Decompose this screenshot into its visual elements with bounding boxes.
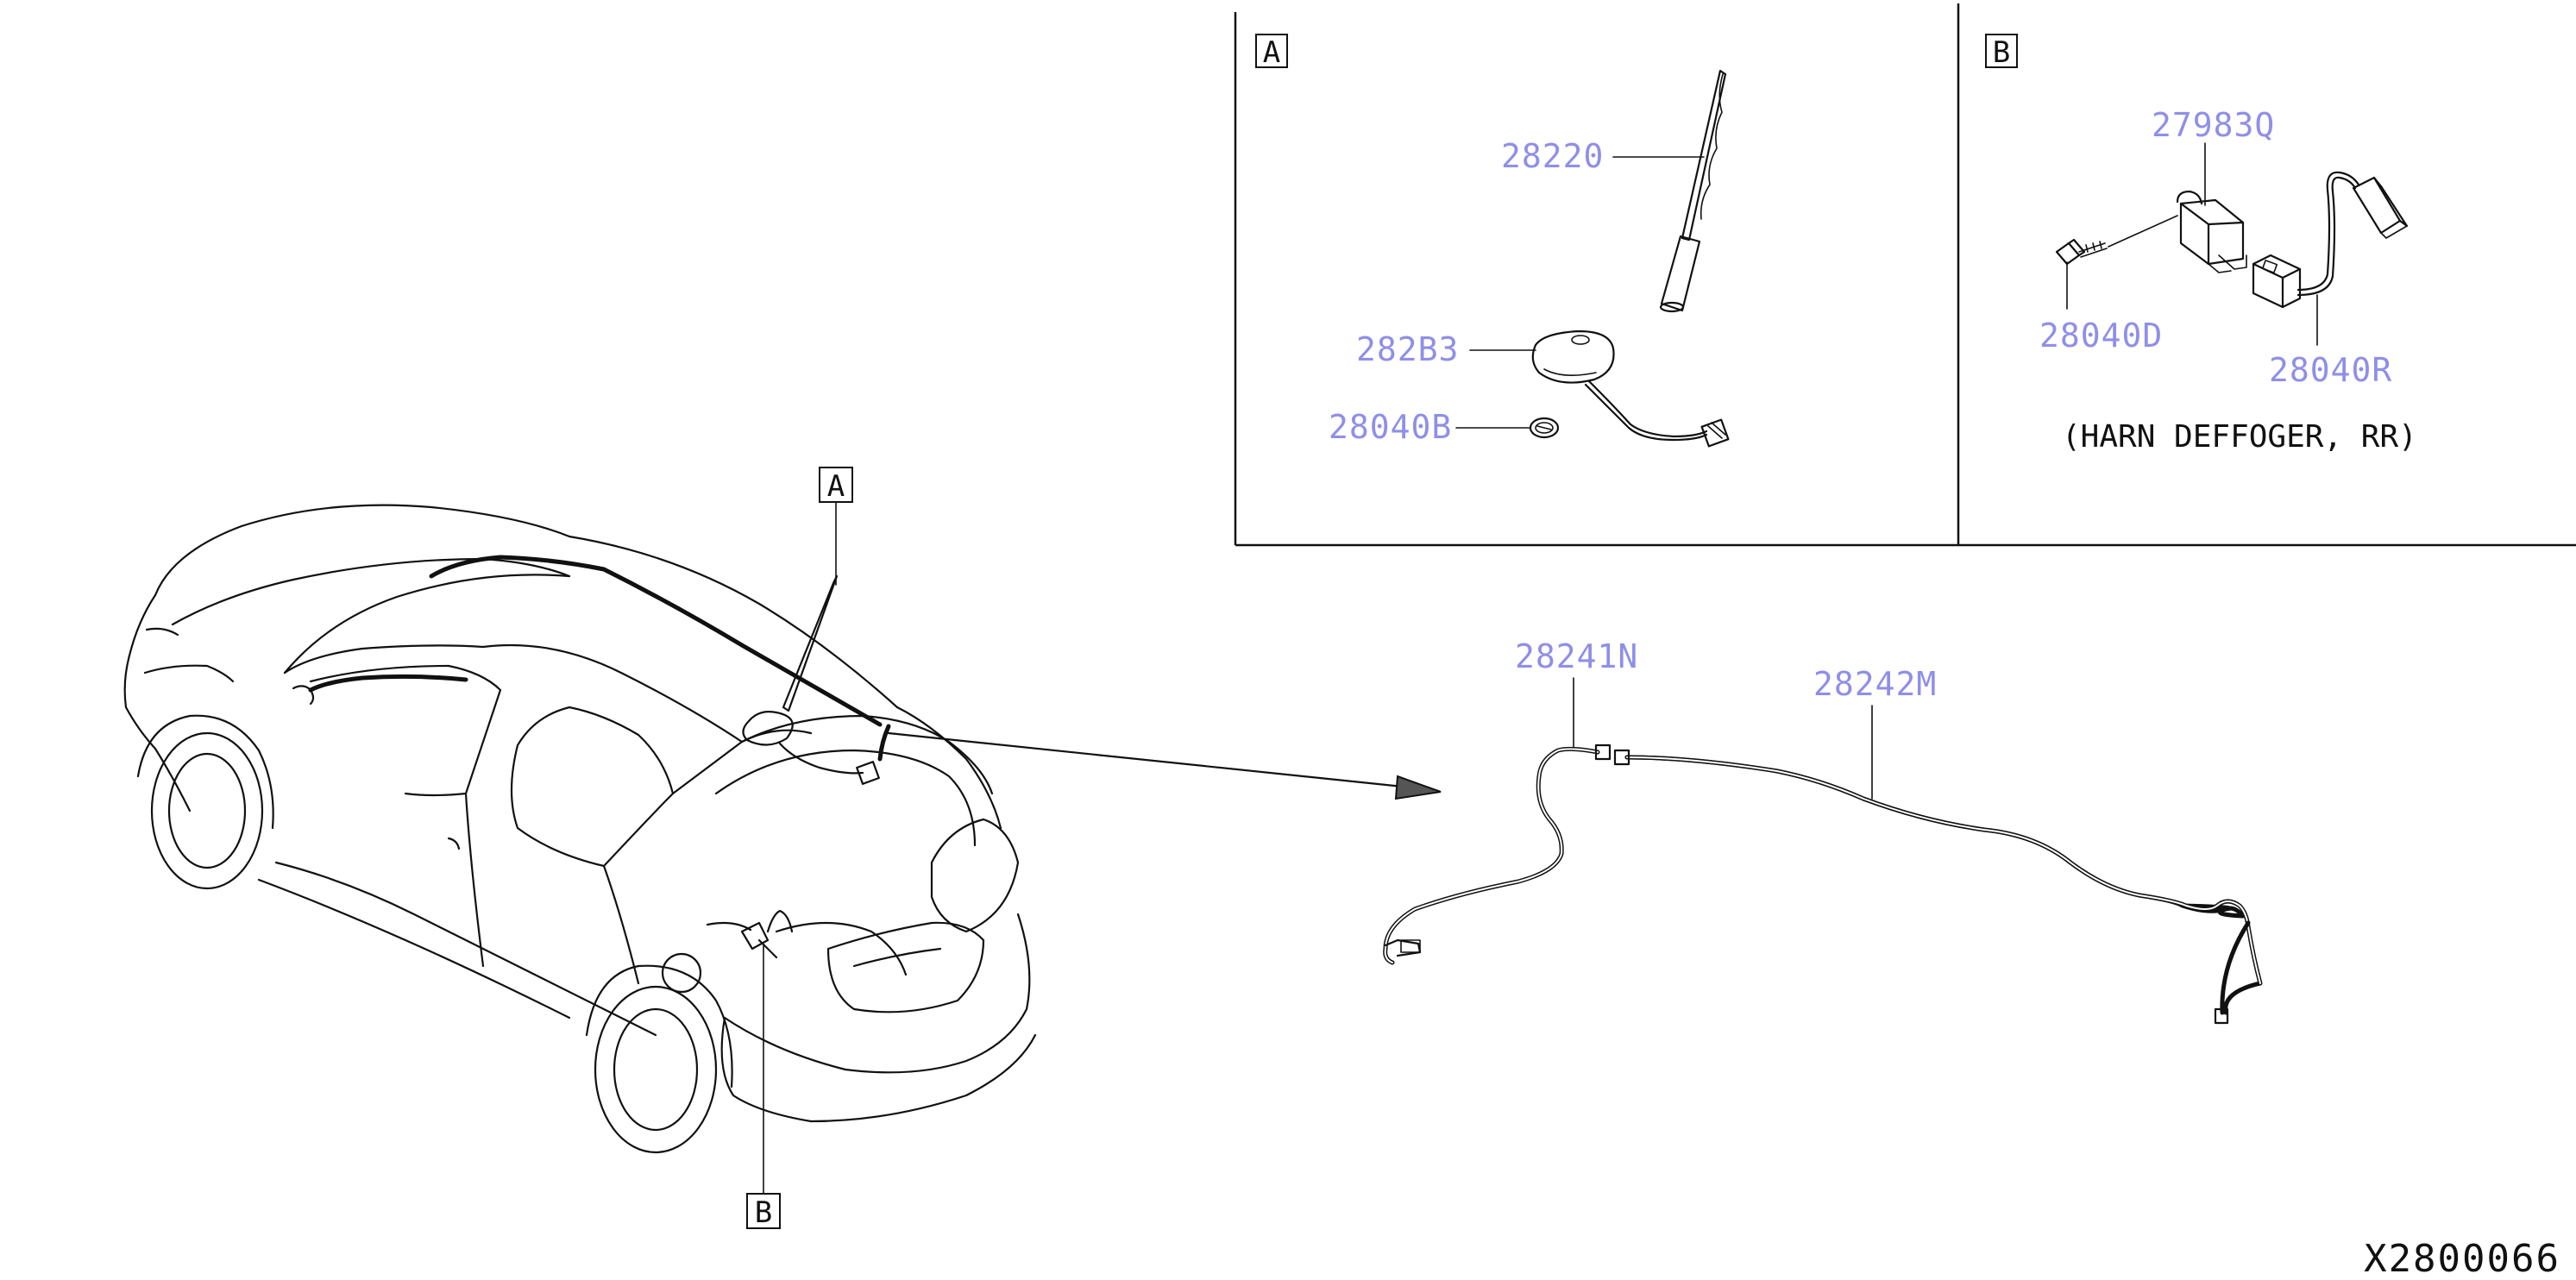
svg-text:A: A [827,469,845,504]
part-number-28241N: 28241N [1515,637,1638,675]
harn-deffoger-note: (HARN DEFFOGER, RR) [2062,419,2417,455]
diagram-code: X2800066 [2364,1237,2560,1280]
antenna-seal-drawing [1529,417,1560,439]
harness-b-drawing [2252,171,2409,309]
detail-frames [1234,3,2576,547]
part-number-28220: 28220 [1501,137,1604,175]
svg-text:A: A [1263,35,1280,70]
part-number-28040B: 28040B [1329,408,1452,446]
vehicle-drawing [123,504,1037,1154]
part-number-27983Q: 27983Q [2152,106,2275,144]
part-number-28040D: 28040D [2039,317,2163,355]
part-number-28040R: 28040R [2269,351,2392,389]
vehicle-callout-a: A [819,467,853,586]
view-a-label: A [1255,34,1288,70]
vehicle-callout-b: B [746,944,781,1230]
svg-text:B: B [1993,35,2010,70]
feeder-rear-cable [1613,749,2263,1025]
part-number-28242M: 28242M [1813,665,1937,703]
view-b-label: B [1985,34,2018,70]
feeder-pointer-arrow [887,731,1442,800]
antenna-rod-drawing [1659,69,1727,313]
part-number-282B3: 282B3 [1356,330,1459,368]
antenna-base-drawing [1531,329,1730,448]
feeder-front-cable [1383,744,1612,965]
module-drawing [2176,190,2247,273]
svg-text:B: B [755,1195,772,1230]
bolt-drawing [2055,215,2178,266]
